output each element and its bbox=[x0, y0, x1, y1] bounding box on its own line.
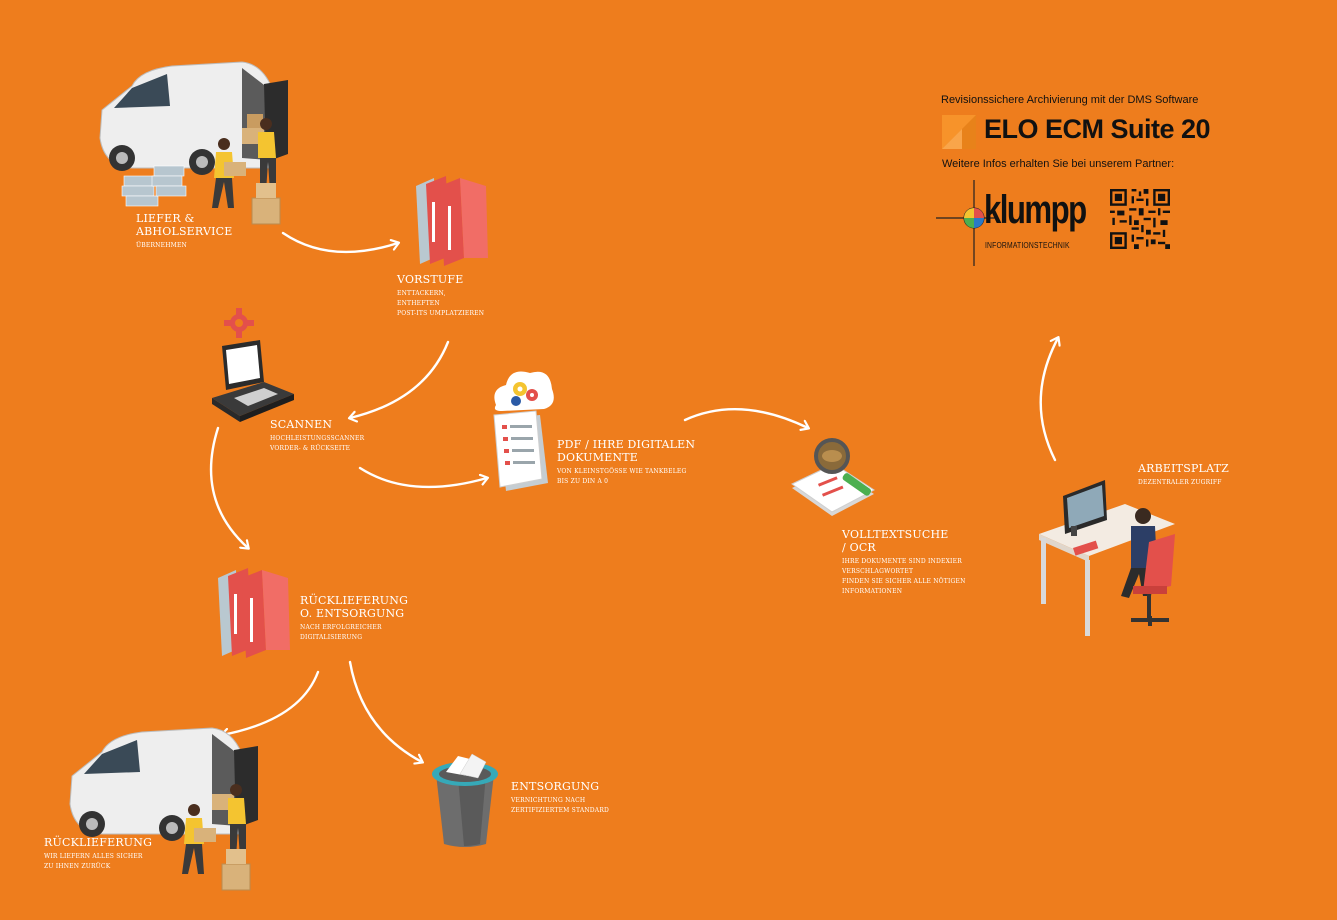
books-icon bbox=[416, 176, 488, 266]
step-title-line: RÜCKLIEFERUNG bbox=[44, 836, 153, 849]
step-sub-line: HOCHLEISTUNGSSCANNER bbox=[270, 435, 365, 442]
step-sub-line: ÜBERNEHMEN bbox=[136, 242, 187, 249]
magnifier-document-icon bbox=[791, 438, 875, 516]
partner-sub: INFORMATIONSTECHNIK bbox=[985, 241, 1070, 250]
step-sub-line: FINDEN SIE SICHER ALLE NÖTIGEN bbox=[842, 578, 966, 585]
elo-product-name: ELO ECM Suite 20 bbox=[984, 114, 1211, 144]
arrow-rueck-to-entsorgung bbox=[348, 660, 422, 762]
step-sub-line: VERNICHTUNG NACH bbox=[511, 797, 586, 804]
books-icon bbox=[218, 568, 290, 658]
partner-name: klumpp bbox=[984, 188, 1087, 232]
workstation-icon bbox=[1039, 480, 1175, 636]
step-sub-line: NACH ERFOLGREICHER bbox=[300, 624, 382, 631]
arrow-workstation-to-brand bbox=[1039, 338, 1058, 462]
arrow-scannen-to-pdf bbox=[358, 466, 487, 489]
klumpp-logo-icon bbox=[936, 178, 1086, 270]
step-ruecklieferung: RÜCKLIEFERUNG WIR LIEFERN ALLES SICHER Z… bbox=[44, 836, 152, 872]
step-title-line: ABHOLSERVICE bbox=[136, 225, 233, 238]
arrow-rueck-to-van bbox=[222, 670, 320, 735]
laptop-scanner-icon bbox=[212, 340, 294, 422]
step-sub-line: DIGITALISIERUNG bbox=[300, 634, 363, 641]
arrow-liefer-to-vorstufe bbox=[281, 231, 398, 254]
step-title-line: DOKUMENTE bbox=[557, 451, 639, 464]
step-arbeitsplatz: ARBEITSPLATZ DEZENTRALER ZUGRIFF bbox=[1138, 462, 1229, 488]
step-title-line: ARBEITSPLATZ bbox=[1138, 462, 1229, 475]
arrow-pdf-to-volltext bbox=[683, 408, 808, 428]
step-scannen: SCANNEN HOCHLEISTUNGSSCANNER VORDER- & R… bbox=[270, 418, 364, 454]
step-entsorgung: ENTSORGUNG VERNICHTUNG NACH ZERTIFIZIERT… bbox=[511, 780, 609, 816]
elo-logo-icon bbox=[942, 115, 976, 149]
qr-code-icon bbox=[1110, 189, 1170, 249]
step-title-line: RÜCKLIEFERUNG bbox=[300, 594, 409, 607]
step-title-line: PDF / IHRE DIGITALEN bbox=[557, 438, 696, 451]
step-title-line: O. ENTSORGUNG bbox=[300, 607, 405, 620]
document-cloud-icon bbox=[493, 371, 554, 491]
step-sub-line: ZERTIFIZIERTEM STANDARD bbox=[511, 807, 610, 814]
step-sub-line: BIS ZU DIN A 0 bbox=[557, 478, 609, 485]
step-sub-line: ENTTACKERN, bbox=[397, 290, 446, 297]
step-liefer: LIEFER &ABHOLSERVICE ÜBERNEHMEN bbox=[136, 212, 233, 251]
step-sub-line: INFORMATIONEN bbox=[842, 588, 903, 595]
step-sub-line: VON KLEINSTGÖSSE WIE TANKBELEG bbox=[557, 468, 687, 475]
brand-headline: Revisionssichere Archivierung mit der DM… bbox=[941, 94, 1199, 106]
step-sub-line: POST-ITS UMPLATZIEREN bbox=[397, 310, 485, 317]
step-sub-line: VORDER- & RÜCKSEITE bbox=[270, 445, 351, 452]
step-vorstufe: VORSTUFE ENTTACKERN, ENTHEFTEN POST-ITS … bbox=[397, 273, 484, 319]
arrow-vorstufe-to-scannen bbox=[350, 340, 450, 418]
step-title-line: SCANNEN bbox=[270, 418, 333, 431]
partner-line: Weitere Infos erhalten Sie bei unserem P… bbox=[942, 158, 1175, 170]
step-title-line: LIEFER & bbox=[136, 212, 195, 225]
trash-bin-icon bbox=[432, 753, 498, 847]
step-sub-line: VERSCHLAGWORTET bbox=[842, 568, 914, 575]
step-sub-line: WIR LIEFERN ALLES SICHER bbox=[44, 853, 143, 860]
step-title-line: ENTSORGUNG bbox=[511, 780, 600, 793]
step-sub-line: IHRE DOKUMENTE SIND INDEXIER bbox=[842, 558, 962, 565]
arrow-scannen-to-ruecklieferung bbox=[209, 426, 248, 548]
step-sub-line: ENTHEFTEN bbox=[397, 300, 440, 307]
step-sub-line: DEZENTRALER ZUGRIFF bbox=[1138, 479, 1222, 486]
step-volltext: VOLLTEXTSUCHE/ OCR IHRE DOKUMENTE SIND I… bbox=[842, 528, 966, 597]
gear-icon bbox=[224, 308, 254, 338]
step-title-line: / OCR bbox=[842, 541, 876, 554]
van-icon bbox=[69, 727, 258, 891]
step-sub-line: ZU IHNEN ZURÜCK bbox=[44, 863, 111, 870]
step-title-line: VORSTUFE bbox=[397, 273, 464, 286]
van-icon bbox=[99, 61, 288, 225]
step-title-line: VOLLTEXTSUCHE bbox=[842, 528, 949, 541]
